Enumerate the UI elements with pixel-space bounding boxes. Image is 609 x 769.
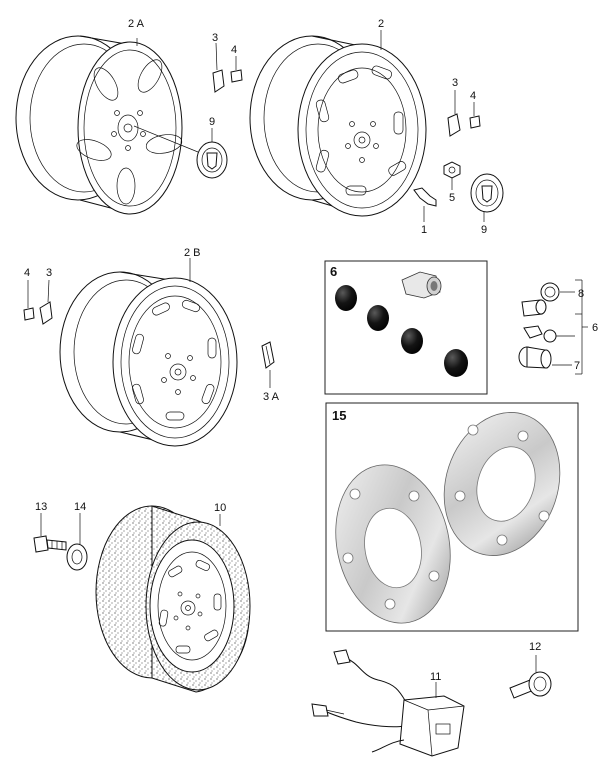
wheel-2 bbox=[249, 30, 427, 217]
locking-nut-set-box: 6 bbox=[324, 260, 488, 395]
lug-nut-5 bbox=[443, 161, 461, 190]
center-cap-crest-right bbox=[470, 173, 504, 222]
air-compressor-11 bbox=[311, 649, 465, 757]
callout-4-top: 4 bbox=[231, 44, 237, 56]
callout-2b: 2 B bbox=[184, 247, 201, 259]
wheel-2b bbox=[59, 258, 238, 447]
balance-weight bbox=[230, 56, 243, 83]
callout-11: 11 bbox=[430, 671, 441, 683]
wheel-bolt-13 bbox=[33, 513, 67, 553]
lock-key-adapter bbox=[401, 271, 442, 299]
balance-weight-mid bbox=[23, 280, 35, 321]
spare-tire-10 bbox=[95, 505, 251, 693]
balance-weight-3a bbox=[261, 341, 275, 388]
callout-1: 1 bbox=[421, 224, 427, 236]
box-label-6: 6 bbox=[330, 264, 337, 279]
callout-7: 7 bbox=[574, 360, 580, 372]
callout-2a: 2 A bbox=[128, 18, 145, 30]
wheel-2a bbox=[15, 35, 183, 215]
lock-cap-8 bbox=[540, 282, 575, 302]
wheel-spacer-front bbox=[335, 464, 451, 624]
wheel-spacer-box: 15 bbox=[325, 402, 579, 632]
tire-valve bbox=[413, 187, 437, 222]
callout-12: 12 bbox=[529, 641, 541, 653]
callout-5: 5 bbox=[449, 192, 455, 204]
callout-2: 2 bbox=[378, 18, 384, 30]
callout-4-right: 4 bbox=[470, 90, 476, 102]
washer-14 bbox=[66, 513, 88, 571]
callout-3-right: 3 bbox=[452, 77, 458, 89]
callout-9-left: 9 bbox=[209, 116, 215, 128]
box-label-15: 15 bbox=[332, 408, 346, 423]
callout-8: 8 bbox=[578, 288, 584, 300]
lock-nut-7 bbox=[518, 346, 572, 369]
callout-13: 13 bbox=[35, 501, 47, 513]
locking-lug-nut bbox=[444, 349, 468, 377]
balance-weight-clip bbox=[212, 42, 225, 93]
balance-weight-clip-right bbox=[447, 90, 461, 137]
callout-10: 10 bbox=[214, 502, 226, 514]
center-cap-crest bbox=[133, 125, 228, 179]
balance-weight-right bbox=[469, 102, 481, 129]
callout-9-right: 9 bbox=[481, 224, 487, 236]
callout-14: 14 bbox=[74, 501, 86, 513]
callout-3a: 3 A bbox=[263, 391, 280, 403]
balance-weight-clip-mid bbox=[39, 279, 53, 325]
tire-pressure-gauge-12 bbox=[509, 655, 552, 699]
callout-4-mid: 4 bbox=[24, 267, 30, 279]
wheel-spacer-rear bbox=[443, 412, 561, 556]
locking-lug-nut bbox=[335, 285, 357, 311]
callout-6-side: 6 bbox=[592, 322, 598, 334]
callout-3-mid: 3 bbox=[46, 267, 52, 279]
lock-cylinder bbox=[521, 299, 547, 317]
locking-lug-nut bbox=[401, 328, 423, 354]
locking-lug-nut bbox=[367, 305, 389, 331]
bracket-6 bbox=[575, 279, 588, 375]
callout-3-top: 3 bbox=[212, 32, 218, 44]
lock-key bbox=[523, 325, 575, 343]
